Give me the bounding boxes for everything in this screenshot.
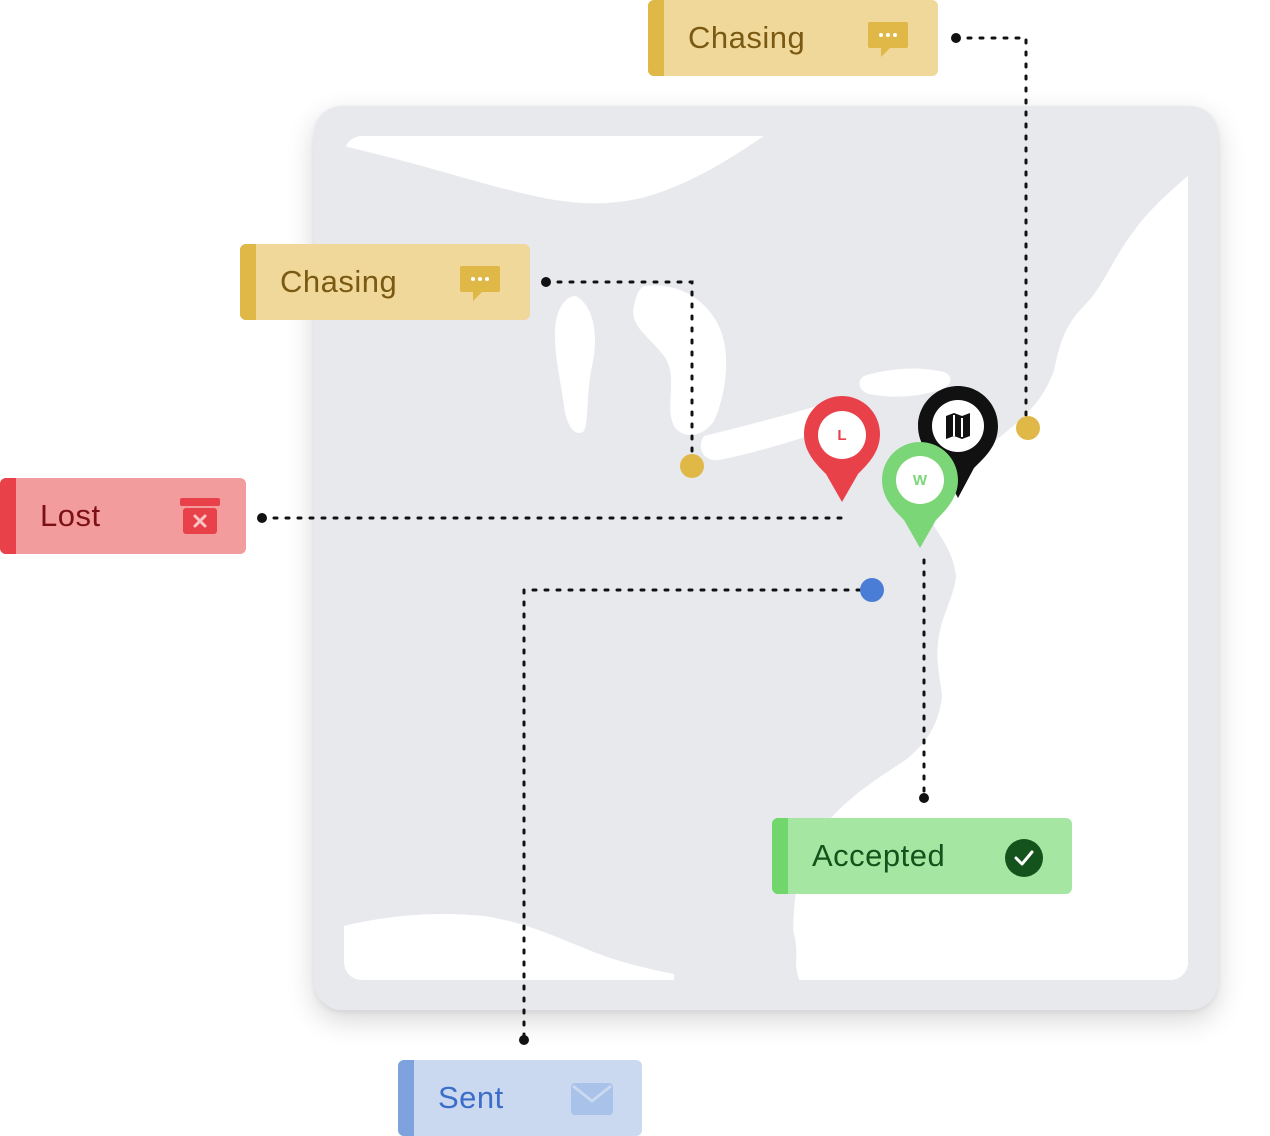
- map-pin-map[interactable]: [918, 386, 998, 500]
- pin-letter-won: W: [912, 472, 928, 489]
- envelope-icon: [570, 1082, 614, 1121]
- connector-end-dot: [519, 1035, 529, 1045]
- map-pin-lost[interactable]: L: [804, 396, 880, 504]
- status-tag-sent[interactable]: Sent: [398, 1060, 642, 1136]
- tag-label: Accepted: [812, 838, 946, 873]
- archive-box-icon: [178, 496, 222, 541]
- connector-end-dot: [951, 33, 961, 43]
- status-tag-lost[interactable]: Lost: [0, 478, 246, 554]
- map-pin-won[interactable]: W: [882, 442, 958, 550]
- connector-end-dot: [257, 513, 267, 523]
- status-tag-chasing-top[interactable]: Chasing: [648, 0, 938, 76]
- tag-accent-bar: [240, 244, 256, 320]
- map-panel: [314, 106, 1218, 1010]
- chat-bubble-icon: [458, 264, 502, 309]
- tag-label: Chasing: [280, 264, 398, 299]
- status-tag-accepted[interactable]: Accepted: [772, 818, 1072, 894]
- tag-accent-bar: [648, 0, 664, 76]
- map-icon: [946, 413, 970, 439]
- chat-bubble-icon: [866, 20, 910, 65]
- status-tag-chasing-left[interactable]: Chasing: [240, 244, 530, 320]
- tag-label: Lost: [40, 498, 101, 533]
- tag-label: Chasing: [688, 20, 806, 55]
- tag-accent-bar: [0, 478, 16, 554]
- check-circle-icon: [1004, 838, 1044, 883]
- tag-accent-bar: [398, 1060, 414, 1136]
- pin-letter-lost: L: [837, 427, 847, 444]
- tag-accent-bar: [772, 818, 788, 894]
- tag-label: Sent: [438, 1080, 504, 1115]
